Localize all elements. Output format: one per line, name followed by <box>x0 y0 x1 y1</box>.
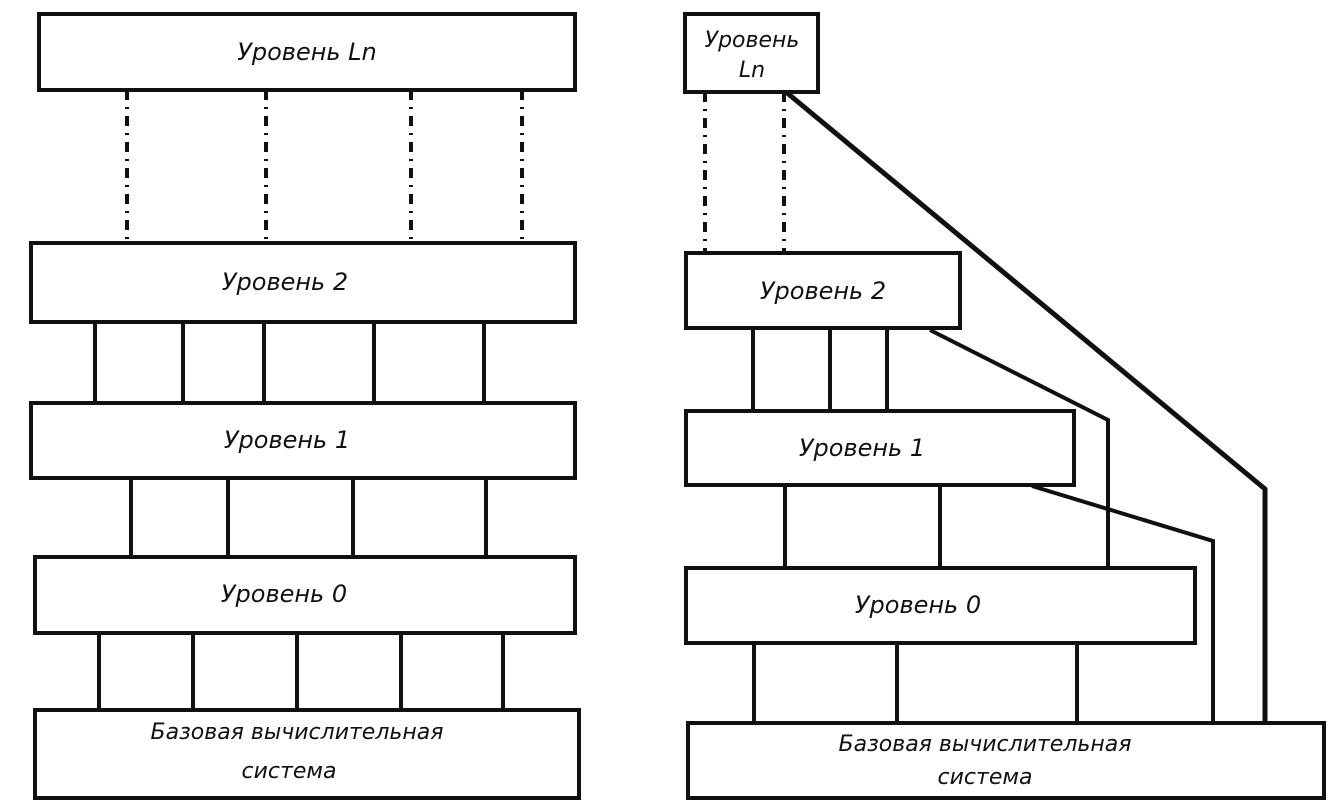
left-base-system-label-line2: система <box>242 759 337 784</box>
left-level-2-label: Уровень 2 <box>222 268 348 296</box>
left-level-2-box <box>29 241 577 324</box>
right-level-1-label: Уровень 1 <box>799 434 925 462</box>
right-level-0-box <box>684 566 1197 645</box>
right-bypass-1-base <box>1031 484 1215 723</box>
left-level-0-label: Уровень 0 <box>221 580 347 608</box>
right-bypass-ln-base <box>784 90 1268 723</box>
right-level-1-box <box>684 409 1076 487</box>
right-level-n-label-line2: Ln <box>739 58 765 83</box>
left-base-system-label-line1: Базовая вычислительная <box>151 720 444 745</box>
right-base-system-label-line2: система <box>938 765 1033 790</box>
right-level-2-box <box>684 251 962 330</box>
right-level-n-box <box>683 12 820 94</box>
left-level-1-label: Уровень 1 <box>224 426 350 454</box>
left-level-1-box <box>29 401 577 480</box>
right-level-0-label: Уровень 0 <box>855 591 981 619</box>
right-base-system-box <box>686 721 1326 800</box>
left-level-0-box <box>33 555 577 635</box>
left-diagram: Уровень Ln Уровень 2 Уровень 1 Уровень 0… <box>29 12 581 800</box>
left-level-n-box <box>37 12 577 92</box>
right-diagram: Уровень Ln Уровень 2 Уровень 1 Уровень 0… <box>683 12 1326 800</box>
right-level-2-label: Уровень 2 <box>760 277 886 305</box>
right-level-n-label-line1: Уровень <box>705 28 800 53</box>
right-base-system-label-line1: Базовая вычислительная <box>839 732 1132 757</box>
right-bypass-2-0 <box>929 328 1110 568</box>
left-base-system-box <box>33 708 581 800</box>
left-level-n-label: Уровень Ln <box>237 38 377 66</box>
